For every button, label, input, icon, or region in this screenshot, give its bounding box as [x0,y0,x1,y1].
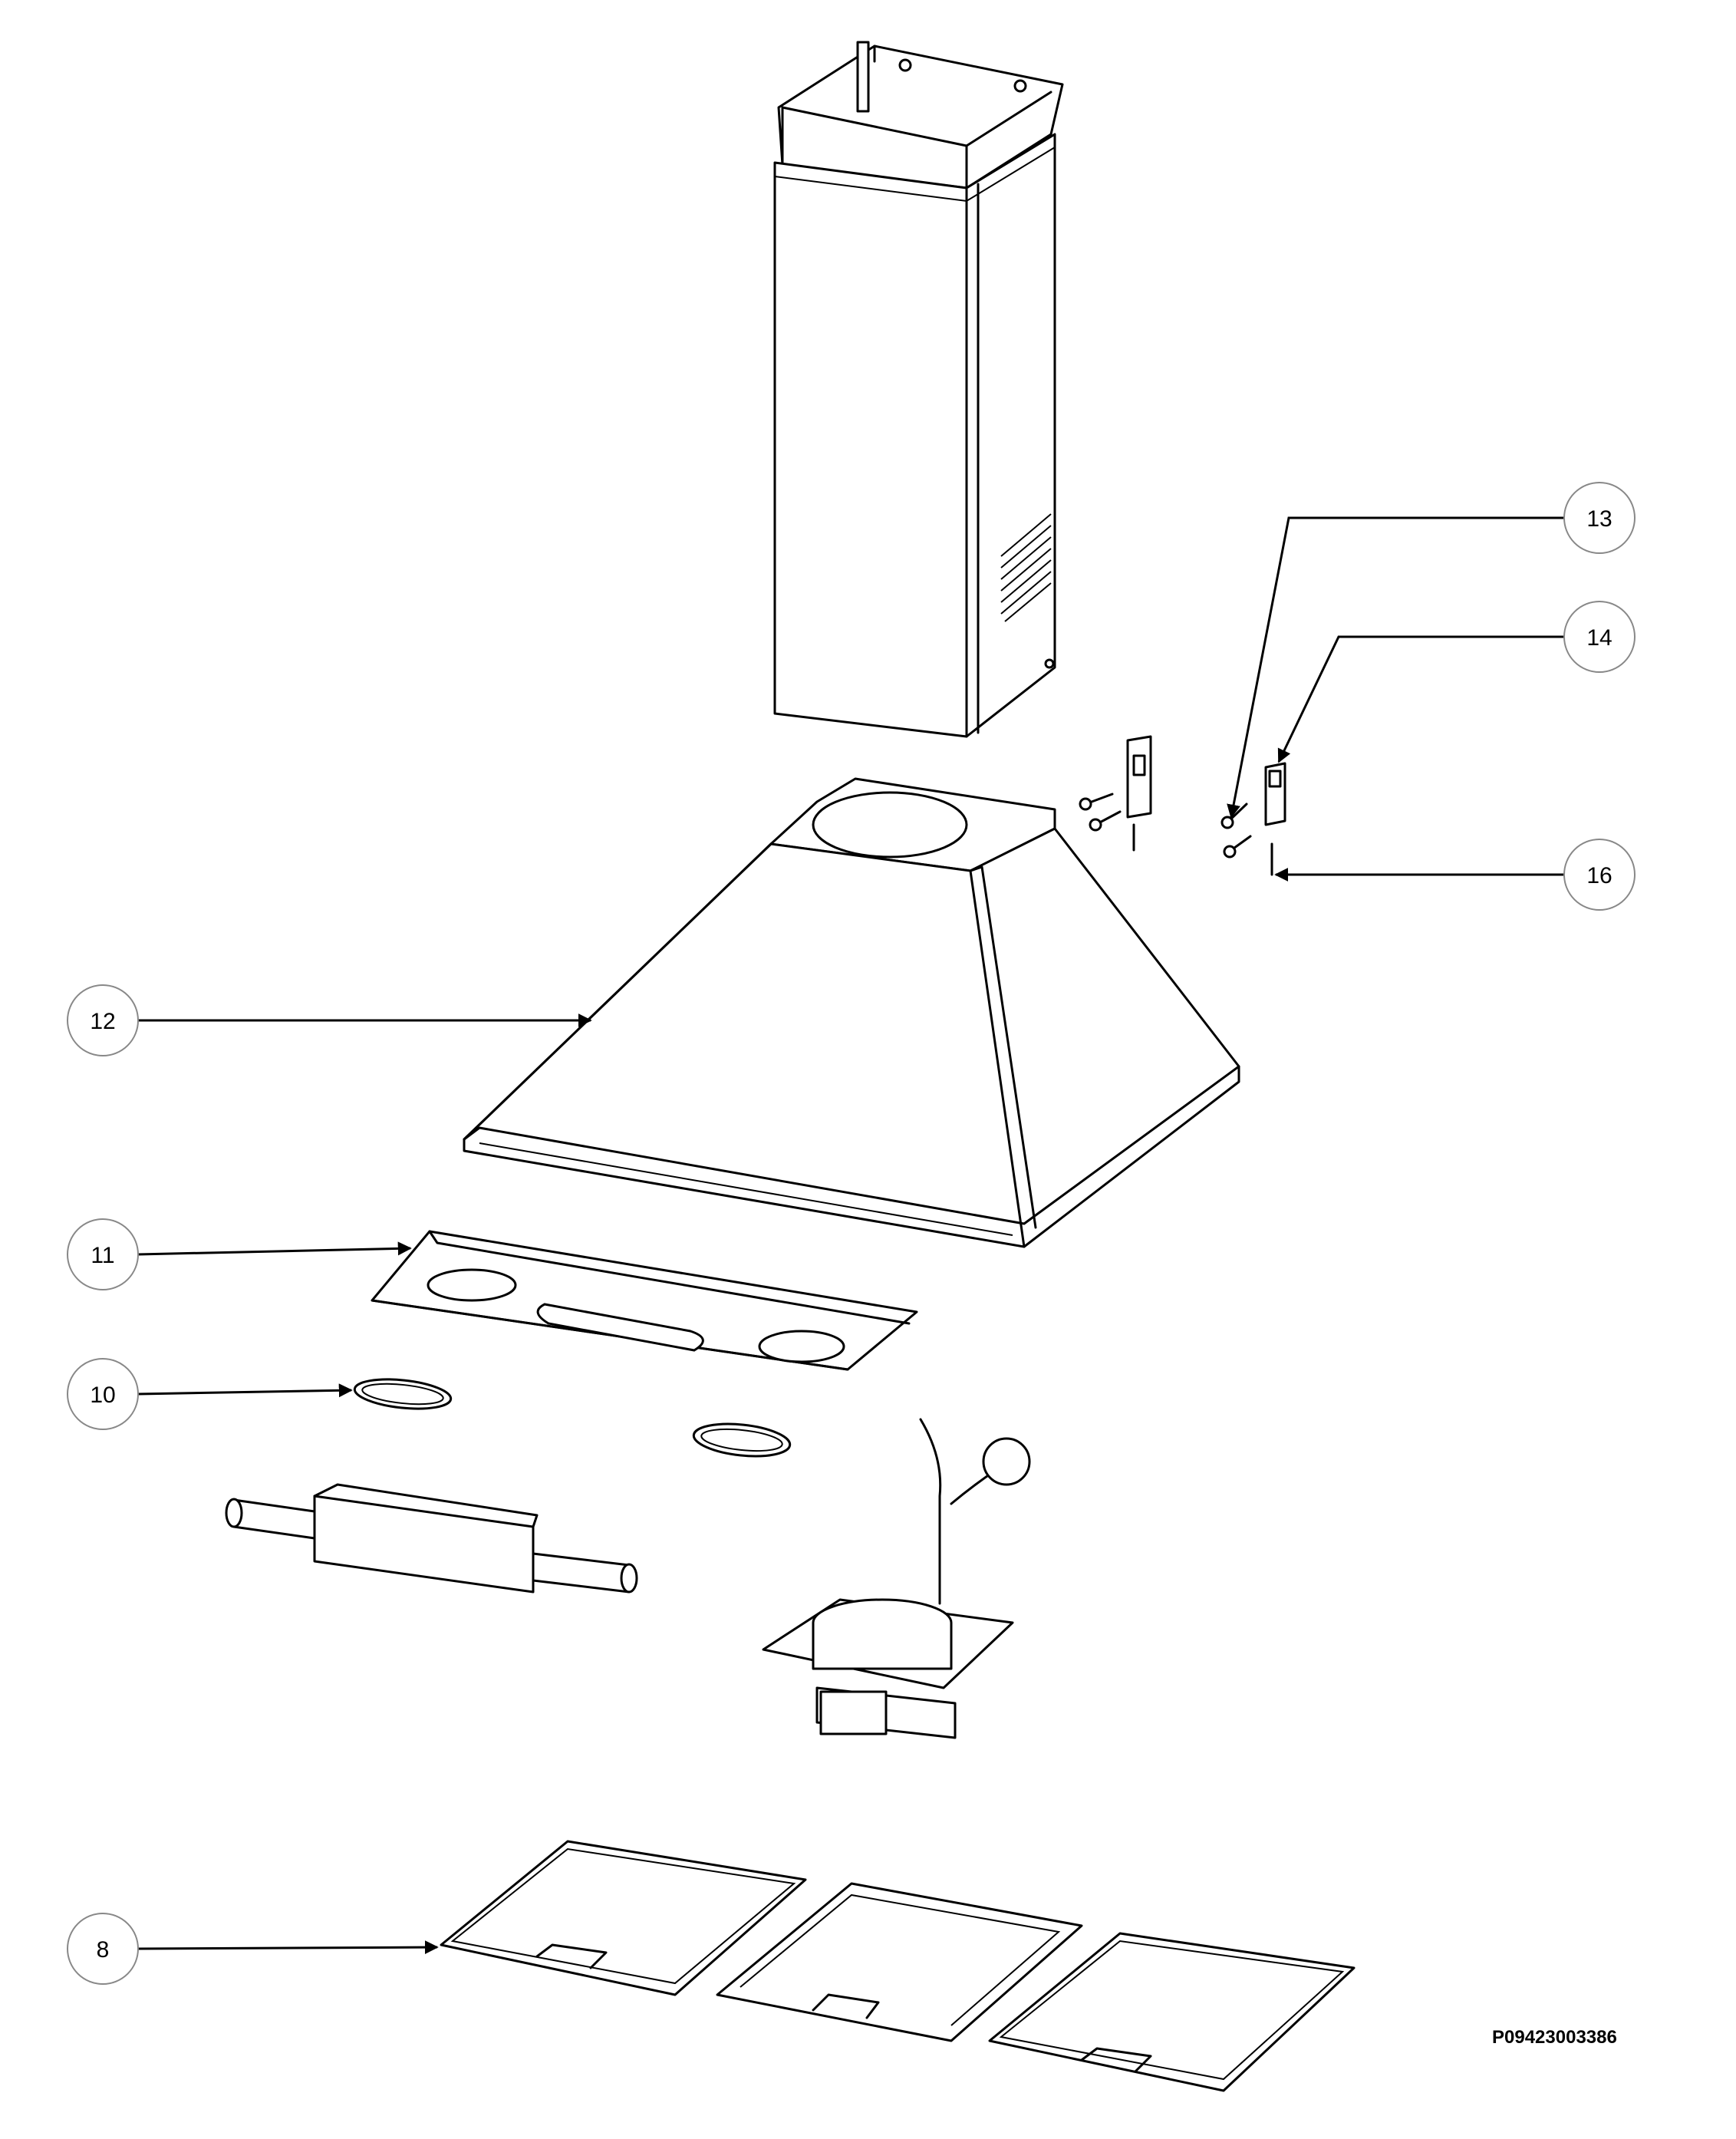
screws [1079,793,1273,876]
callout-8: 8 [67,1913,139,1985]
filter-frame-panel [371,1230,918,1371]
callout-16: 16 [1563,839,1636,911]
chimney-cover [773,41,1064,738]
callout-10-label: 10 [90,1383,115,1408]
callout-12: 12 [67,984,139,1056]
callout-13: 13 [1563,482,1636,554]
light-tube [225,1483,638,1594]
motor-unit [762,1418,1031,1739]
callout-8-label: 8 [97,1937,110,1963]
callout-14-label: 14 [1586,625,1612,651]
leader-lines [137,516,1565,1955]
callout-16-label: 16 [1586,863,1612,888]
callout-13-label: 13 [1586,506,1612,532]
hood-canopy [463,777,1240,1248]
callout-12-label: 12 [90,1009,115,1034]
grease-filter-right [988,1932,1356,2092]
drawing-code: P09423003386 [1492,2027,1617,2048]
callout-14: 14 [1563,601,1636,673]
carbon-filter-center [716,1882,1083,2042]
grease-filter-left [440,1840,807,1996]
gasket-rings [353,1378,792,1458]
callout-11: 11 [67,1218,139,1290]
callout-10: 10 [67,1358,139,1430]
mounting-bracket-right [1264,762,1286,826]
mounting-bracket-left [1126,735,1152,819]
chimney-vent-slots [1000,513,1052,622]
callout-11-label: 11 [91,1243,114,1268]
